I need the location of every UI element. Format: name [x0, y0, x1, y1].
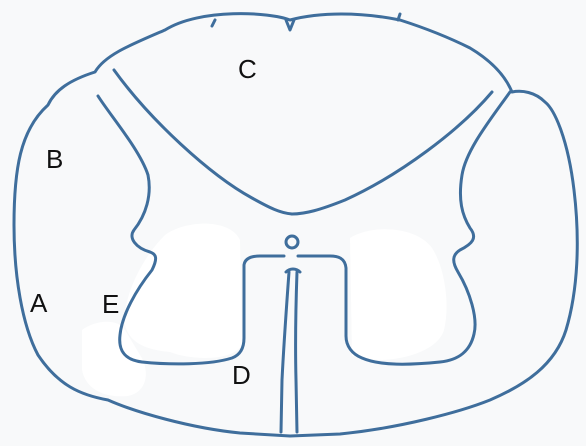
label-d: D — [232, 362, 251, 388]
white-blotch-left — [125, 224, 242, 358]
label-b: B — [46, 146, 63, 172]
central-canal — [286, 236, 298, 248]
label-c: C — [238, 56, 257, 82]
top-tick-left — [212, 20, 215, 26]
label-a: A — [30, 290, 47, 316]
left-dorsal-boundary — [114, 70, 292, 214]
label-e: E — [102, 291, 119, 317]
top-tick-right — [398, 14, 400, 20]
right-dorsal-boundary — [292, 92, 492, 214]
central-fissure-right — [296, 272, 297, 432]
central-fissure-top — [286, 269, 300, 272]
central-fissure-left — [281, 272, 289, 432]
white-blotch-right — [350, 229, 447, 360]
